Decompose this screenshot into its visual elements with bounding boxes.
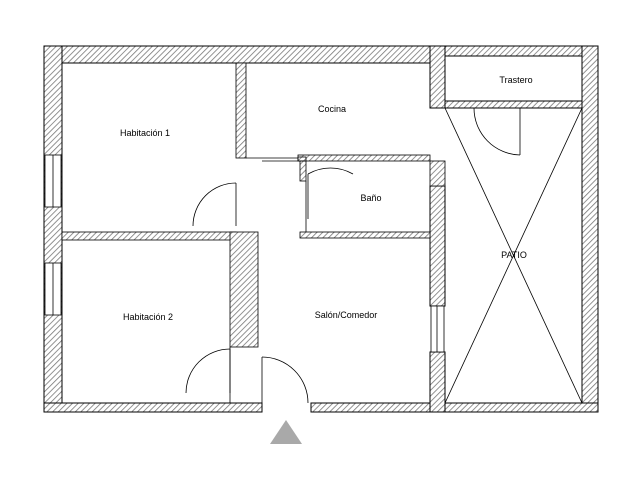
door-bath-slot [297,156,307,162]
wall-patio-left-mid [429,185,446,307]
wall-bed-living-lower [229,231,259,348]
window-patio-left [430,305,445,353]
wall-bottom-right [310,402,437,413]
interior-walls [61,62,446,348]
wall-bath-bottom [299,231,431,239]
wall-top [43,45,437,64]
wall-left [43,45,63,413]
room-label-living: Salón/Comedor [315,310,378,320]
windows [44,154,445,353]
wall-patio-bottom [429,402,599,413]
wall-patio-left-lower [429,351,446,413]
wall-patio-left-upper [429,45,446,109]
wall-bed1-kitchen [235,62,247,159]
room-label-bathroom: Baño [360,193,381,203]
door-bedroom2 [185,348,231,394]
wall-bed1-bed2 [61,231,237,241]
room-label-bedroom1: Habitación 1 [120,128,170,138]
door-bedroom1 [192,182,237,227]
wall-bottom-left [43,402,263,413]
exterior-walls [43,45,437,413]
entrance-arrow-icon [270,420,302,444]
wall-patio-right [581,45,599,413]
doors [185,107,521,404]
wall-kitchen-bath [297,154,431,162]
door-bathroom [307,167,354,219]
room-label-storage: Trastero [499,75,532,85]
room-label-patio: PATIO [501,250,527,260]
patio-open-area [444,107,583,404]
wall-storage-bottom [444,100,583,109]
wall-bath-left [299,160,307,182]
wall-patio-top [429,45,599,57]
wall-bath-right [429,160,446,187]
room-label-kitchen: Cocina [318,104,346,114]
door-entrance [261,356,309,404]
door-storage [473,107,521,156]
room-label-bedroom2: Habitación 2 [123,312,173,322]
patio-walls [429,45,599,413]
